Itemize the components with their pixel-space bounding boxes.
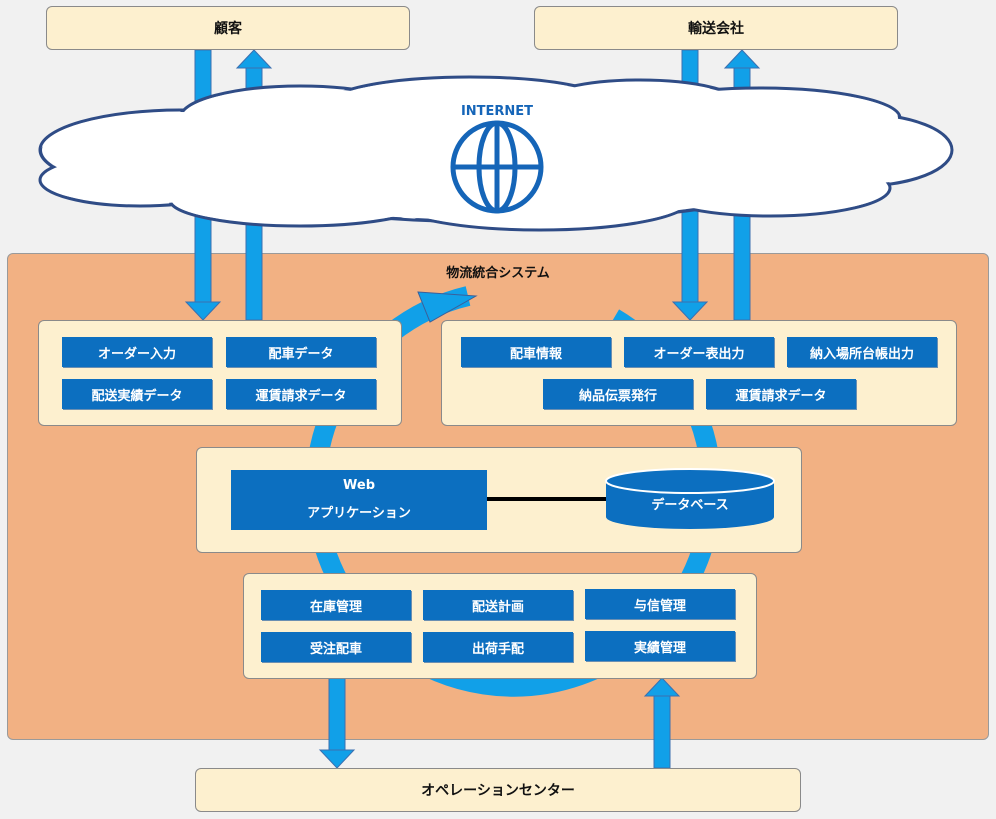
carrier-label: 輸送会社	[688, 21, 744, 37]
inventory-mgmt-box: 在庫管理	[261, 590, 411, 620]
order-sheet-output-box: オーダー表出力	[624, 337, 774, 367]
web-application-box: Web アプリケーション	[231, 470, 487, 530]
delivery-slip-box: 納品伝票発行	[543, 379, 693, 409]
system-title: 物流統合システム	[446, 266, 550, 281]
database-icon	[605, 468, 775, 529]
web-app-line1: Web	[343, 478, 375, 493]
operations-center-label: オペレーションセンター	[421, 783, 575, 799]
customer-box: 顧客	[46, 6, 410, 50]
order-dispatch-box: 受注配車	[261, 632, 411, 662]
web-app-line2: アプリケーション	[307, 506, 411, 521]
carrier-freight-billing-box: 運賃請求データ	[706, 379, 856, 409]
customer-label: 顧客	[214, 21, 242, 37]
freight-billing-box: 運賃請求データ	[226, 379, 376, 409]
carrier-box: 輸送会社	[534, 6, 898, 50]
internet-label: INTERNET	[460, 104, 534, 119]
operations-center-box: オペレーションセンター	[195, 768, 801, 812]
delivery-results-box: 配送実績データ	[62, 379, 212, 409]
credit-mgmt-box: 与信管理	[585, 589, 735, 619]
dispatch-data-box: 配車データ	[226, 337, 376, 367]
delivery-plan-box: 配送計画	[423, 590, 573, 620]
ops-up-arrow	[643, 677, 681, 769]
globe-icon	[450, 120, 544, 214]
shipping-arrangement-box: 出荷手配	[423, 632, 573, 662]
order-entry-box: オーダー入力	[62, 337, 212, 367]
database-label: データベース	[651, 498, 729, 513]
results-mgmt-box: 実績管理	[585, 631, 735, 661]
dispatch-info-box: 配車情報	[461, 337, 611, 367]
delivery-ledger-output-box: 納入場所台帳出力	[787, 337, 937, 367]
